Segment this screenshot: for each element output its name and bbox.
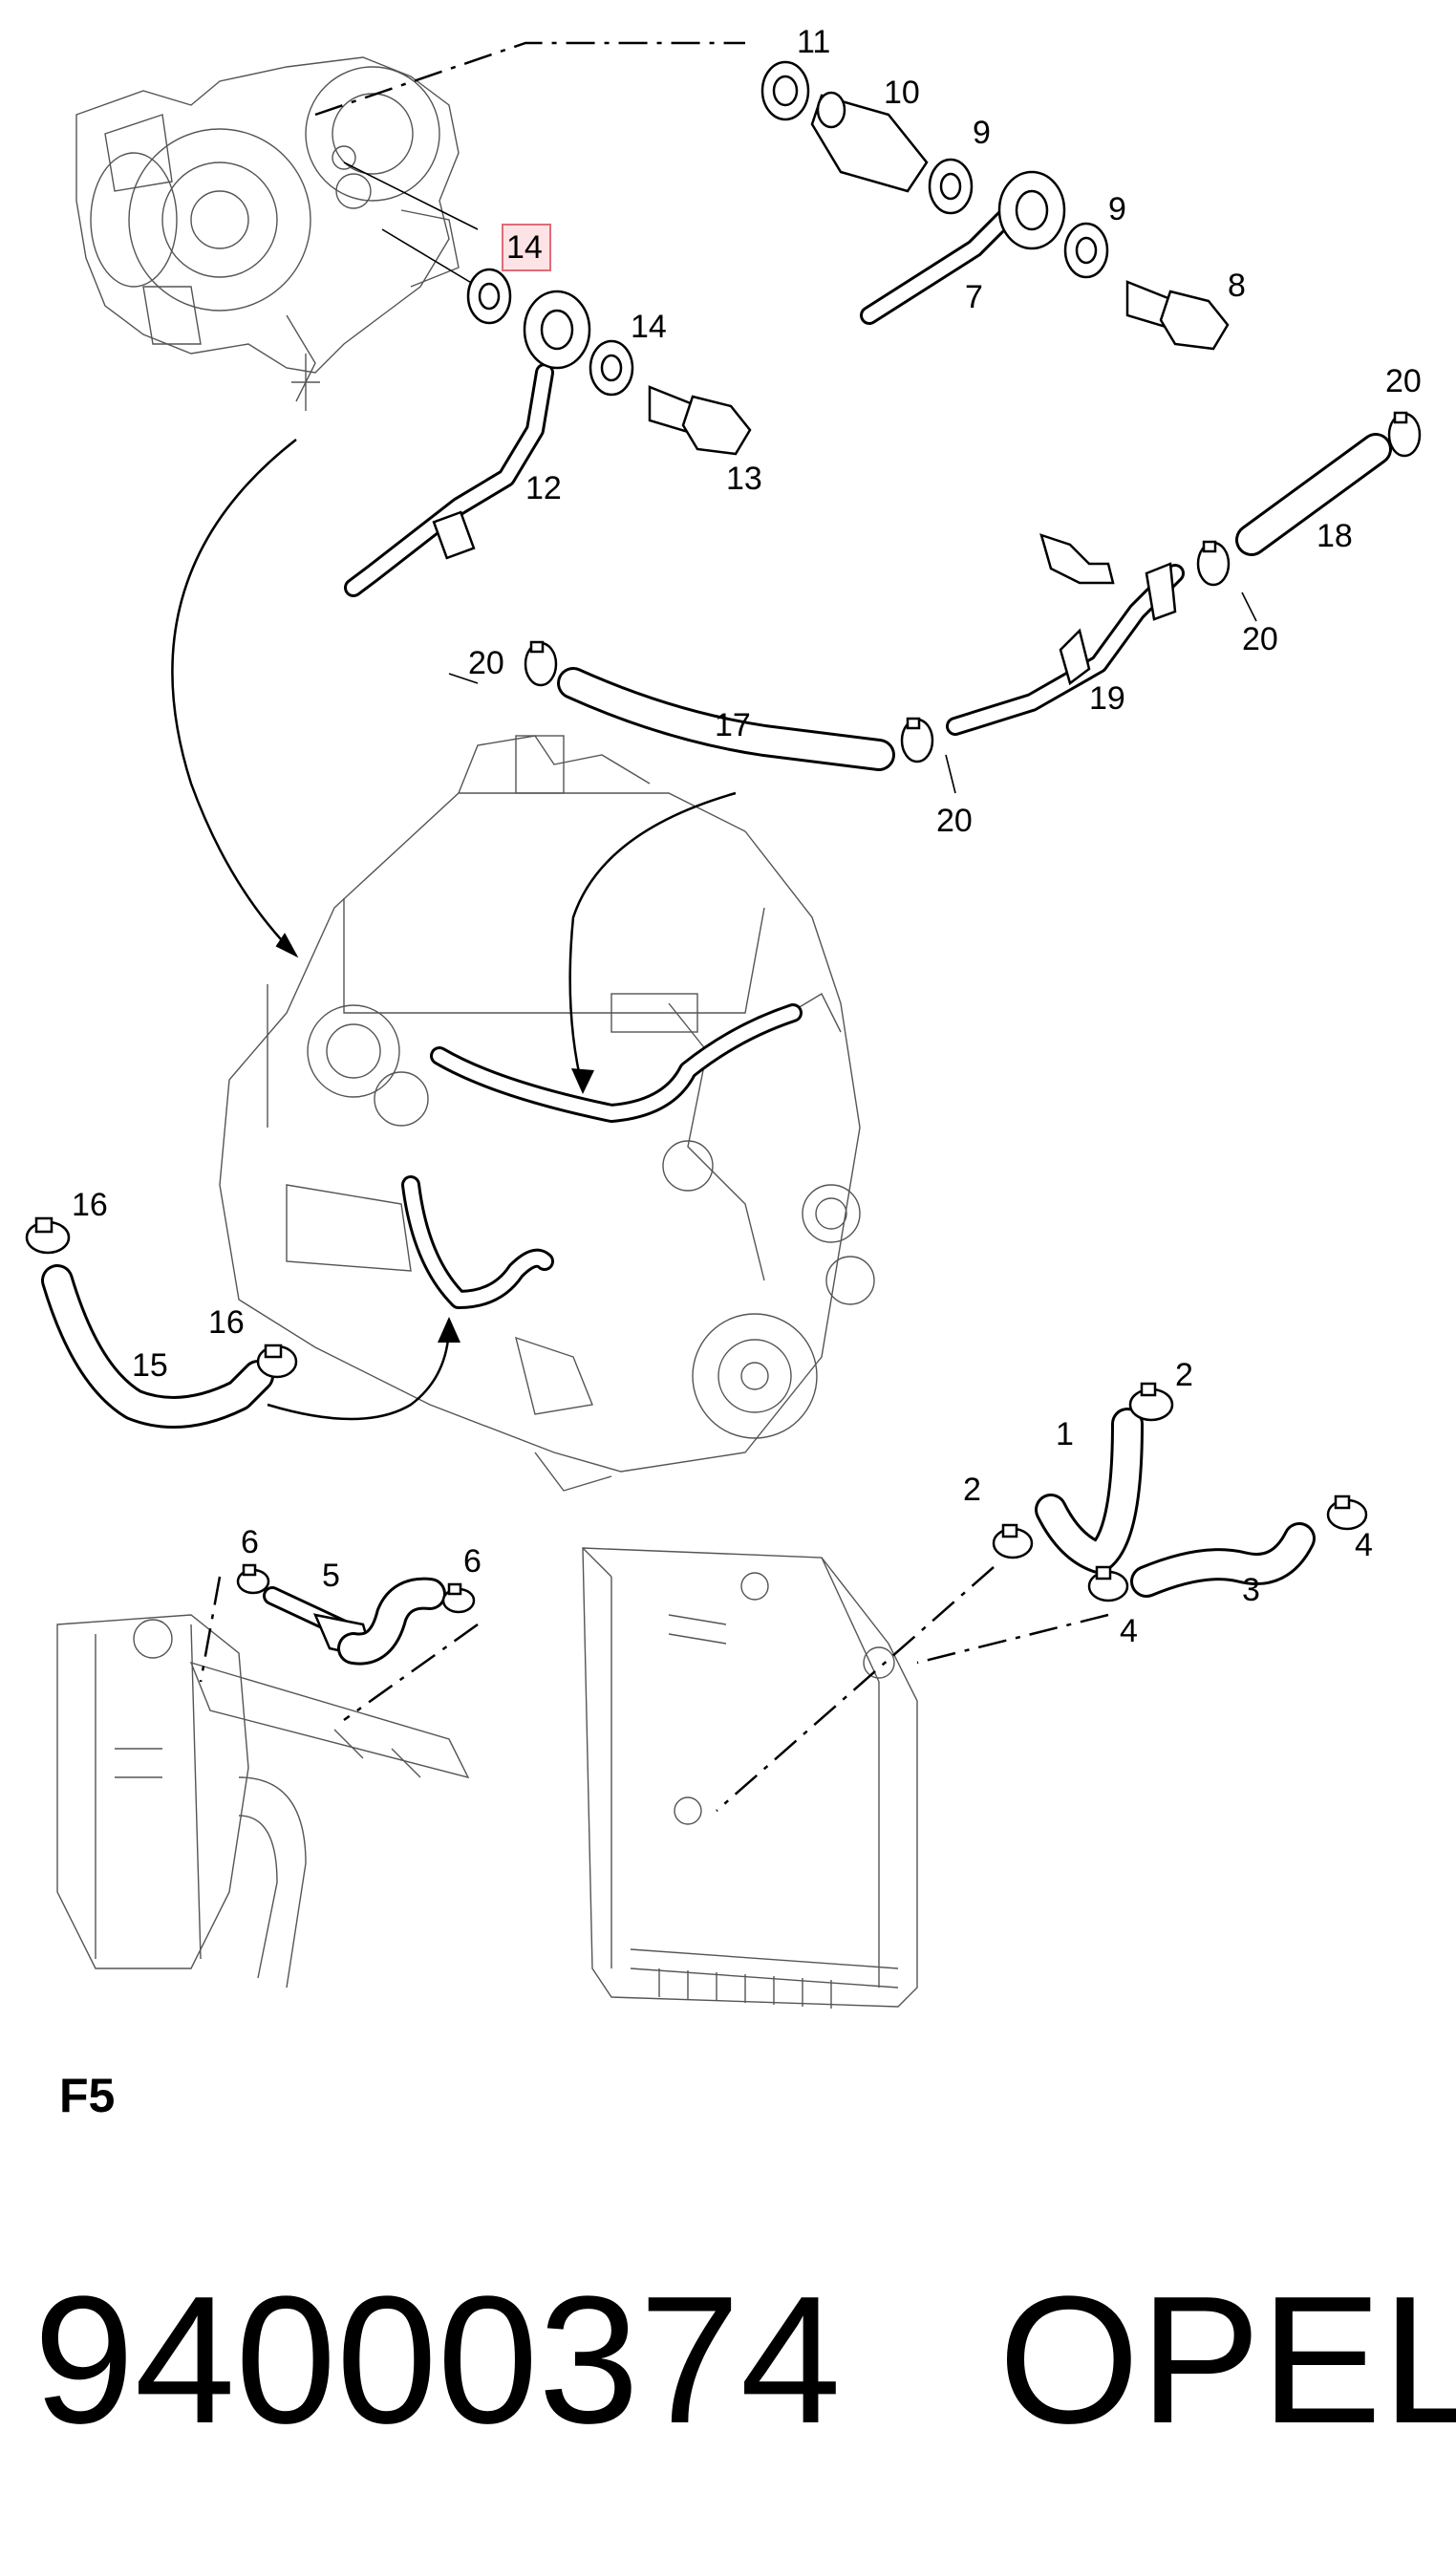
callout-labels: 11 10 9 9 14 8 7 14 20 12 13 18 20 20 19… [72, 24, 1422, 1649]
part-1-hose [1035, 1408, 1144, 1574]
callout-16: 16 [72, 1187, 108, 1223]
part-14-washer-b [589, 339, 634, 397]
part-9-washer-b [1063, 222, 1109, 279]
part-7-banjo-pipe [860, 170, 1066, 325]
part-4-clamp-a [1326, 1495, 1368, 1531]
part-20-clamp-b [1196, 540, 1231, 587]
callout-4: 4 [1355, 1527, 1373, 1563]
part-18-hose [1235, 433, 1392, 556]
callout-3: 3 [1242, 1572, 1260, 1608]
callout-15: 15 [132, 1347, 168, 1384]
part-3-hose [1130, 1522, 1316, 1598]
part-2-clamp-a [1128, 1382, 1174, 1422]
callout-11: 11 [797, 24, 830, 60]
part-14-washer-a [466, 268, 512, 325]
part-17-hose [557, 667, 895, 771]
part-15-hose [41, 1264, 274, 1429]
callout-20: 20 [936, 803, 973, 839]
part-5-hose [263, 1577, 446, 1666]
callout-1: 1 [1056, 1416, 1074, 1452]
engine-illustration [219, 735, 875, 1492]
callout-9: 9 [973, 115, 991, 151]
expansion-tank-illustration [56, 1614, 470, 1989]
radiator-illustration [582, 1547, 918, 2009]
callout-18: 18 [1317, 518, 1353, 554]
part-4-clamp-b [1087, 1565, 1129, 1602]
leader-lines [343, 161, 1257, 794]
part-13-banjo-bolt [648, 385, 752, 456]
flow-arrows [171, 439, 737, 1421]
callout-6: 6 [463, 1543, 482, 1580]
callout-17: 17 [715, 707, 751, 743]
callout-16: 16 [208, 1304, 245, 1341]
part-19-pipe [946, 562, 1185, 736]
part-20-clamp-c [524, 640, 558, 687]
callout-20: 20 [468, 645, 504, 681]
callout-8: 8 [1228, 268, 1246, 304]
callout-6: 6 [241, 1524, 259, 1560]
part-16-clamp-a [25, 1216, 71, 1255]
callout-14: 14 [631, 309, 667, 345]
part-12-oil-feed-pipe [344, 290, 591, 597]
callout-10: 10 [884, 75, 920, 111]
part-11-washer [760, 60, 810, 121]
part-6-clamp-a [236, 1563, 270, 1595]
callout-14: 14 [506, 229, 543, 266]
part-6-clamp-b [441, 1582, 476, 1614]
part-20-clamp-d [900, 717, 934, 763]
callout-2: 2 [963, 1472, 981, 1508]
highlighted-callout-box [502, 224, 551, 271]
callout-7: 7 [965, 279, 983, 315]
section-code: F5 [59, 2069, 115, 2122]
callout-2: 2 [1175, 1357, 1193, 1393]
callout-4: 4 [1120, 1613, 1138, 1649]
callout-13: 13 [726, 461, 762, 497]
brand-name: OPEL [998, 2259, 1456, 2462]
part-16-clamp-b [256, 1344, 298, 1379]
callout-12: 12 [525, 470, 562, 506]
part-10-banjo-adapter [810, 91, 929, 193]
part-8-banjo-bolt [1125, 280, 1230, 351]
small-bolt [1039, 533, 1115, 585]
part-9-washer-a [928, 158, 974, 215]
part-number: 94000374 [33, 2259, 841, 2462]
callout-19: 19 [1089, 680, 1125, 717]
callout-9: 9 [1108, 191, 1126, 227]
part-20-clamp-a [1387, 411, 1422, 458]
callout-20: 20 [1242, 621, 1278, 657]
callout-20: 20 [1385, 363, 1422, 399]
turbocharger-illustration [75, 56, 460, 411]
part-2-clamp-b [992, 1523, 1034, 1559]
reference-lines [199, 41, 1109, 1812]
callout-5: 5 [322, 1558, 340, 1594]
